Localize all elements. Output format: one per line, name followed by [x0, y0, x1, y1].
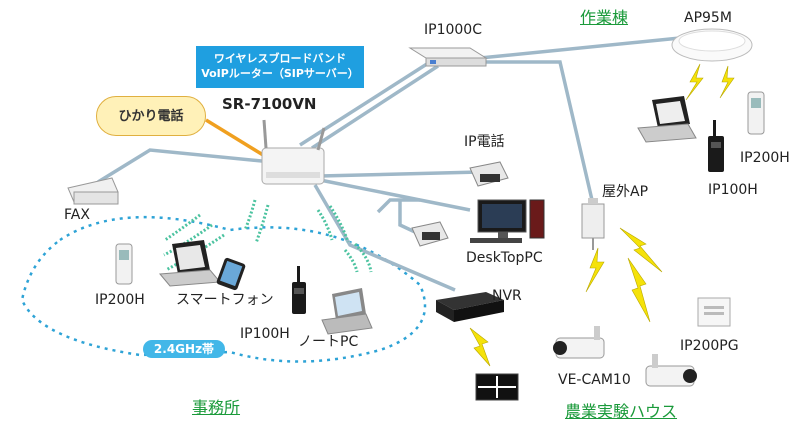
link-switch-outdoor-ap	[470, 60, 594, 201]
wifi-waves	[163, 199, 373, 273]
zone-greenhouse-label: 農業実験ハウス	[565, 402, 678, 421]
ip1000c-label: IP1000C	[424, 22, 482, 38]
band-label: 2.4GHz帯	[143, 340, 225, 358]
outdoor-ap-label: 屋外AP	[602, 184, 649, 200]
camera-2-device	[645, 354, 697, 387]
nvr-device	[436, 292, 504, 322]
link-switch-ap95m	[479, 36, 681, 60]
wireless-bolt-5	[627, 257, 651, 323]
workshop-ip100h-label: IP100H	[708, 182, 758, 198]
router-device	[261, 119, 326, 185]
link-desktop-phone2	[398, 200, 416, 234]
smartphone-label: スマートフォン	[176, 292, 274, 308]
office-laptop-device	[158, 240, 222, 287]
desktop-label: DeskTopPC	[466, 250, 543, 266]
workshop-laptop-device	[637, 96, 697, 143]
fax-label: FAX	[64, 207, 90, 223]
smartphone-device	[216, 257, 246, 291]
ip200pg-device	[697, 297, 731, 327]
workshop-ip200h-label: IP200H	[740, 150, 790, 166]
link-router-ipphone	[319, 170, 481, 178]
office-area-outline	[20, 215, 427, 363]
outdoor-ap-device	[581, 198, 605, 250]
camera-1-device	[553, 326, 605, 359]
link-router-desktop	[319, 178, 471, 212]
desktop-pc-device	[470, 199, 545, 243]
office-ip200h-device	[115, 243, 133, 285]
office-ip100h-label: IP100H	[240, 326, 290, 342]
notepc-label: ノートPC	[298, 334, 359, 350]
router-badge: ワイヤレスブロードバンド VoIPルーター（SIPサーバー）	[196, 46, 364, 88]
nvr-label: NVR	[492, 288, 522, 304]
ip-phone-2-device	[411, 221, 449, 247]
ap95m-label: AP95M	[684, 10, 732, 26]
office-ip200h-label: IP200H	[95, 292, 145, 308]
link-hikari	[205, 118, 269, 160]
switch-ip1000c-device	[408, 47, 488, 67]
wireless-links	[469, 63, 735, 367]
zone-office-label: 事務所	[192, 398, 241, 417]
hikari-label: ひかり電話	[96, 96, 206, 136]
wireless-bolt-6	[469, 327, 491, 367]
router-badge-line2: VoIPルーター（SIPサーバー）	[201, 67, 359, 80]
link-router-switch-2	[311, 64, 439, 150]
zone-workshop-label: 作業棟	[580, 8, 629, 27]
workshop-ip100h-device	[708, 120, 724, 172]
wireless-bolt-4	[619, 227, 663, 273]
wireless-bolt-1	[685, 63, 704, 101]
wireless-bolt-3	[585, 247, 605, 293]
office-ip100h-device	[292, 266, 306, 314]
monitor-device	[475, 373, 519, 401]
workshop-ip200h-device	[747, 91, 765, 135]
wireless-bolt-2	[719, 65, 735, 99]
ip200pg-label: IP200PG	[680, 338, 739, 354]
fax-device	[67, 177, 119, 205]
link-router-nvr	[313, 184, 456, 292]
camera-label: VE-CAM10	[558, 372, 631, 388]
router-model-label: SR-7100VN	[222, 95, 317, 113]
router-badge-line1: ワイヤレスブロードバンド	[213, 52, 347, 65]
link-router-fax	[97, 148, 273, 184]
ip-phone-device	[469, 161, 509, 187]
note-pc-device	[321, 288, 373, 335]
ap95m-device	[671, 28, 753, 62]
link-router-ipphone2	[376, 198, 420, 214]
ip-phone-label: IP電話	[464, 134, 505, 150]
